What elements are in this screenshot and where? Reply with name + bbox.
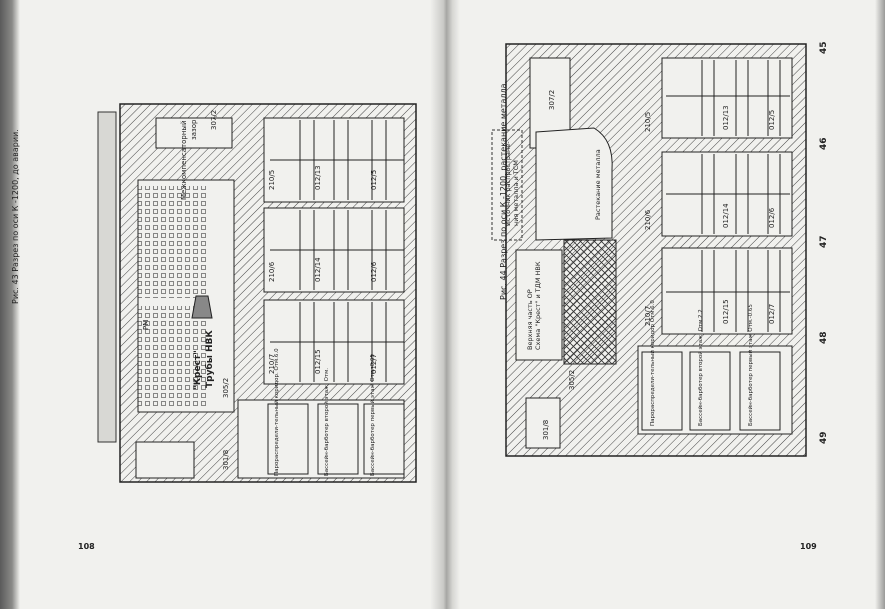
axis-45: 45 — [819, 41, 829, 54]
left-room-012-5: 012/5 — [370, 170, 378, 190]
right-legend-2: Бассейн-барботер второй этаж. Отм.2.2 — [697, 309, 704, 426]
left-room-012-7: 012/7 — [370, 354, 378, 374]
right-room-012-5: 012/5 — [768, 110, 776, 130]
left-krest-label: "Крест" — [193, 350, 203, 390]
right-room-012-6: 012/6 — [768, 207, 776, 228]
right-lower-label-2: Схема "Крест" и ТДМ НВК — [534, 261, 542, 350]
metal-spread-area — [563, 239, 617, 365]
right-room-305-2: 305/2 — [568, 370, 576, 390]
right-page-number: 109 — [800, 542, 817, 551]
left-page-edge — [0, 0, 20, 609]
left-legend-2: Бассейн-барботер второй этаж. Отм. — [323, 368, 330, 476]
book-gutter — [430, 0, 460, 609]
room-301-8-left — [135, 441, 195, 479]
right-tubes — [666, 60, 790, 332]
source-area — [535, 127, 613, 241]
left-tubes — [270, 120, 404, 382]
right-legend-3: Бассейн-барботер первый этаж Отм.-0.65 — [747, 304, 754, 426]
left-top-note-2: зазор — [190, 119, 198, 140]
right-room-210-7: 210/7 — [644, 306, 652, 326]
left-wall-column — [97, 111, 117, 443]
axis-49: 49 — [819, 431, 829, 444]
right-room-012-14: 012/14 — [722, 203, 730, 228]
right-source-label-2: ния металла и ТСМ — [512, 160, 520, 226]
right-legend-1: Парораспредели-тельный коридор Отм.6.0 — [649, 300, 656, 426]
pipes-grid — [138, 186, 208, 298]
right-room-210-5: 210/5 — [644, 112, 652, 132]
left-legend-boxes — [267, 403, 405, 475]
left-pipes-label: Трубы НВК — [204, 330, 215, 388]
left-section-drawing: Рис. 43 Разрез по оси К -1200, до аварии… — [11, 103, 417, 483]
left-room-210-6: 210/6 — [268, 261, 276, 282]
right-room-012-7: 012/7 — [768, 304, 776, 324]
source-dashed-box — [491, 129, 523, 241]
room-307-2-left — [155, 117, 233, 149]
right-room-210-6: 210/6 — [644, 209, 652, 230]
left-page: Рис. 43 Разрез по оси К -1200, до аварии… — [0, 0, 444, 609]
left-room-012-14: 012/14 — [314, 257, 322, 282]
left-caption: Рис. 43 Разрез по оси К -1200, до аварии… — [11, 129, 20, 304]
left-room-210-7: 210/7 — [268, 354, 276, 374]
left-legend-1: Парораспредели-тельный коридор. Отм.6.0 — [273, 348, 280, 476]
right-room-012-13: 012/13 — [722, 105, 730, 130]
left-rm-label: РМ — [142, 320, 150, 330]
axis-48: 48 — [819, 331, 829, 344]
right-section-drawing: Рис. 44 Разрез по оси К -1200, растекани… — [491, 41, 829, 457]
left-room-301-8: 301/8 — [222, 450, 230, 470]
room-301-8-right — [525, 397, 561, 449]
right-room-012-15: 012/15 — [722, 299, 730, 324]
right-lower-label-1: Верхняя часть ОР — [526, 289, 534, 350]
left-top-note-1: Межкомпенсаторный — [180, 121, 188, 201]
right-legend-boxes — [641, 351, 781, 431]
left-room-305-2: 305/2 — [222, 378, 230, 398]
left-room-307-2: 307/2 — [210, 110, 218, 130]
left-room-210-5: 210/5 — [268, 170, 276, 190]
axis-47: 47 — [819, 235, 829, 248]
axis-numbers: 45 46 47 48 49 — [819, 41, 829, 444]
left-page-number: 108 — [78, 542, 95, 551]
left-legend-3: Бассейн-барботер первый этаж Отм.-0.65 — [369, 354, 376, 476]
left-room-012-15: 012/15 — [314, 349, 322, 374]
right-source-label-1: Источник распростране- — [504, 141, 512, 226]
right-room-307-2: 307/2 — [548, 90, 556, 110]
right-room-301-8: 301/8 — [542, 420, 550, 440]
right-page: Рис. 44 Разрез по оси К -1200, растекани… — [444, 0, 885, 609]
right-page-edge — [875, 0, 885, 609]
axis-46: 46 — [819, 137, 829, 150]
right-caption: Рис. 44 Разрез по оси К -1200, растекани… — [499, 81, 508, 300]
right-spread-label: Растекание металла — [594, 149, 602, 220]
left-room-012-6: 012/6 — [370, 261, 378, 282]
left-room-012-13: 012/13 — [314, 165, 322, 190]
